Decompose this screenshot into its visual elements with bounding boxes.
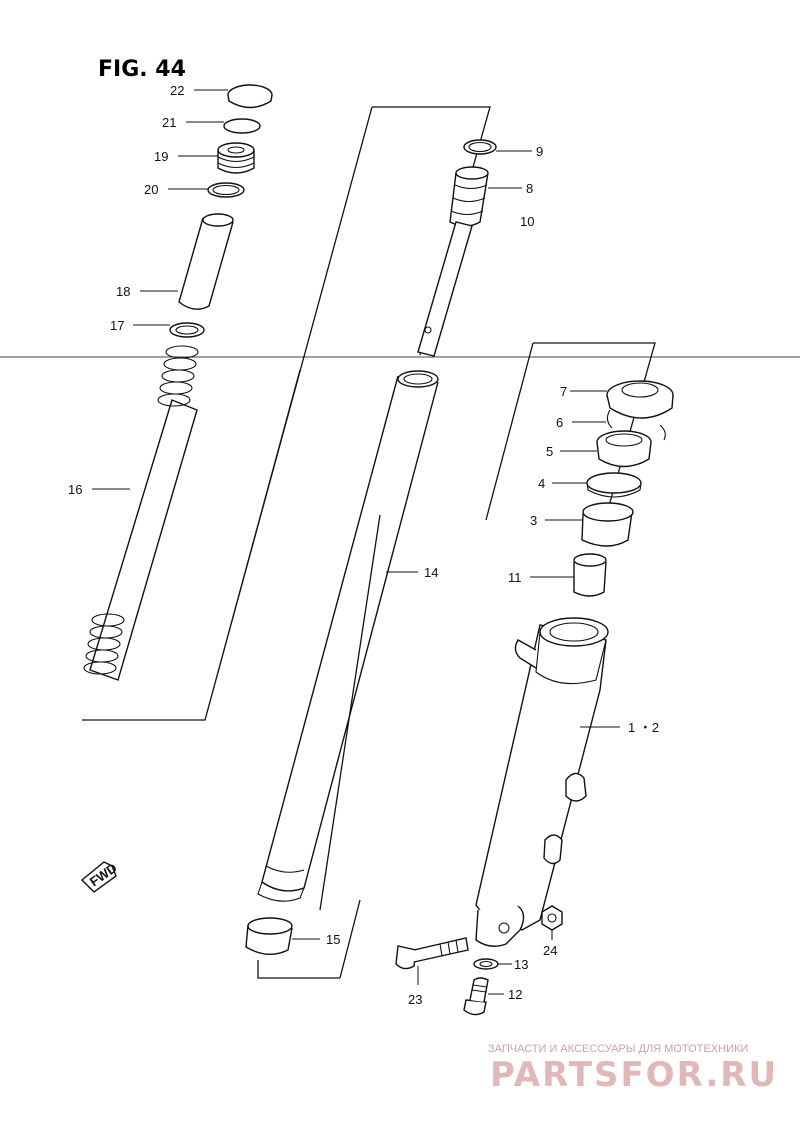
inner-tube-14 xyxy=(257,370,439,902)
callout-16: 16 xyxy=(68,482,82,497)
callout-17: 17 xyxy=(110,318,124,333)
callout-15: 15 xyxy=(326,932,340,947)
ring-9 xyxy=(463,139,497,155)
bolt-23 xyxy=(395,937,469,970)
callout-18: 18 xyxy=(116,284,130,299)
callout-7: 7 xyxy=(560,384,567,399)
washer-13 xyxy=(473,958,499,970)
callout-4: 4 xyxy=(538,476,545,491)
spring-16 xyxy=(83,345,199,681)
callout-10: 10 xyxy=(520,214,534,229)
pipe-18 xyxy=(178,213,234,310)
washer-20 xyxy=(207,182,245,198)
callout-8: 8 xyxy=(526,181,533,196)
callout-23: 23 xyxy=(408,992,422,1007)
callout-labels: 22 21 19 20 18 17 16 9 8 10 7 6 5 4 3 11… xyxy=(68,83,659,1007)
callout-1-2: 1 ・2 xyxy=(628,720,659,735)
piston-8 xyxy=(449,166,489,227)
cap-22 xyxy=(227,84,273,109)
nut-24 xyxy=(541,905,563,931)
figure-title: FIG. 44 xyxy=(98,57,186,82)
washer-4 xyxy=(586,472,642,498)
callout-12: 12 xyxy=(508,987,522,1002)
watermark-caption: ЗАПЧАСТИ И АКСЕССУАРЫ ДЛЯ МОТОТЕХНИКИ xyxy=(488,1043,748,1055)
callout-24: 24 xyxy=(543,943,557,958)
clip-6 xyxy=(606,409,666,441)
oil-seal-5 xyxy=(596,430,652,468)
callout-21: 21 xyxy=(162,115,176,130)
damper-rod-10 xyxy=(417,221,473,357)
outer-tube-1-2 xyxy=(475,617,609,947)
fwd-direction-badge: FWD xyxy=(80,860,120,893)
bolt-12 xyxy=(463,977,489,1016)
group-outline-center xyxy=(257,514,381,979)
callout-14: 14 xyxy=(424,565,438,580)
dust-seal-7 xyxy=(606,380,674,419)
callout-5: 5 xyxy=(546,444,553,459)
callout-11: 11 xyxy=(508,570,522,585)
o-ring-21 xyxy=(223,118,261,134)
bushing-3 xyxy=(581,502,634,547)
callout-6: 6 xyxy=(556,415,563,430)
callout-3: 3 xyxy=(530,513,537,528)
washer-17 xyxy=(169,322,205,338)
oil-lock-piece-11 xyxy=(573,553,607,597)
spacer-19 xyxy=(217,142,255,174)
callout-20: 20 xyxy=(144,182,158,197)
callout-19: 19 xyxy=(154,149,168,164)
leader-lines xyxy=(92,89,620,995)
callout-9: 9 xyxy=(536,144,543,159)
callout-13: 13 xyxy=(514,957,528,972)
callout-22: 22 xyxy=(170,83,184,98)
watermark-brand: PARTSFOR.RU xyxy=(490,1055,778,1095)
bushing-15 xyxy=(245,917,293,955)
